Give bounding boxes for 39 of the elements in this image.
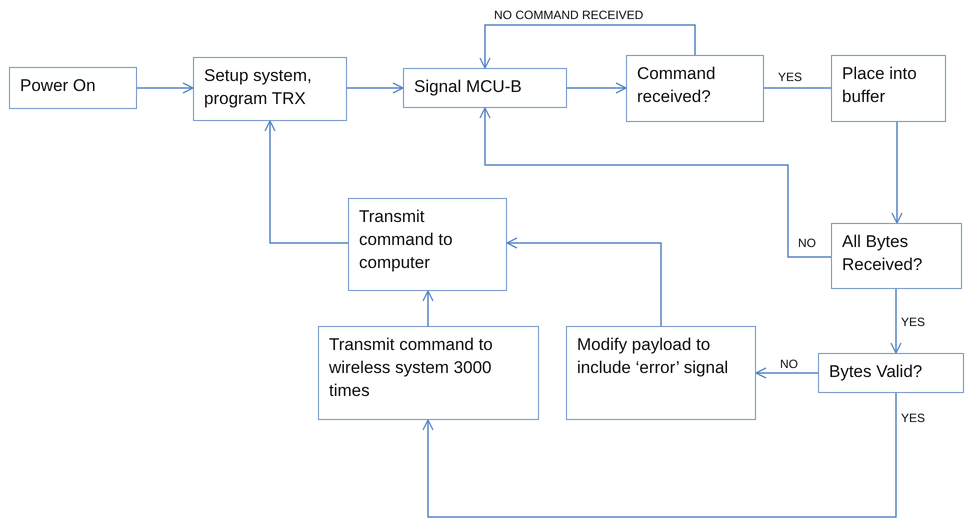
process-box <box>318 326 539 420</box>
box-text: Setup system, program TRX <box>204 65 313 110</box>
arrow <box>506 237 662 326</box>
arrow <box>891 122 903 224</box>
process-box <box>818 353 964 393</box>
process-box <box>193 57 347 121</box>
arrow <box>479 24 696 69</box>
process-box <box>626 55 764 122</box>
process-box <box>831 55 946 122</box>
edge-label: YES <box>899 411 928 425</box>
box-text: Transmit command to computer <box>359 206 454 274</box>
arrow <box>264 120 348 244</box>
edge-label: NO <box>796 236 818 250</box>
box-text: Command received? <box>637 63 716 108</box>
process-box <box>348 198 507 291</box>
arrow <box>347 82 404 94</box>
process-box <box>831 223 962 289</box>
box-text: Modify payload to include ‘error’ signal <box>577 334 730 379</box>
box-text: Place into buffer <box>842 63 918 108</box>
edge-label: YES <box>776 70 804 84</box>
edge-label: YES <box>899 315 928 329</box>
box-text: Signal MCU-B <box>414 76 523 98</box>
edge-label: NO <box>778 357 800 371</box>
process-box <box>9 67 137 109</box>
arrow <box>890 289 902 354</box>
box-text: Power On <box>20 75 97 97</box>
arrow <box>755 367 818 379</box>
edge-label: NO COMMAND RECEIVED <box>492 8 646 22</box>
arrow <box>479 107 831 258</box>
process-box <box>403 68 567 108</box>
arrow <box>422 393 897 518</box>
arrow <box>422 290 434 326</box>
box-text: Transmit command to wireless system 3000 times <box>329 334 494 402</box>
box-text: Bytes Valid? <box>829 361 924 383</box>
process-box <box>566 326 756 420</box>
box-text: All Bytes Received? <box>842 231 924 276</box>
connector-line <box>764 87 831 89</box>
arrow <box>137 82 194 94</box>
arrow <box>567 82 627 94</box>
